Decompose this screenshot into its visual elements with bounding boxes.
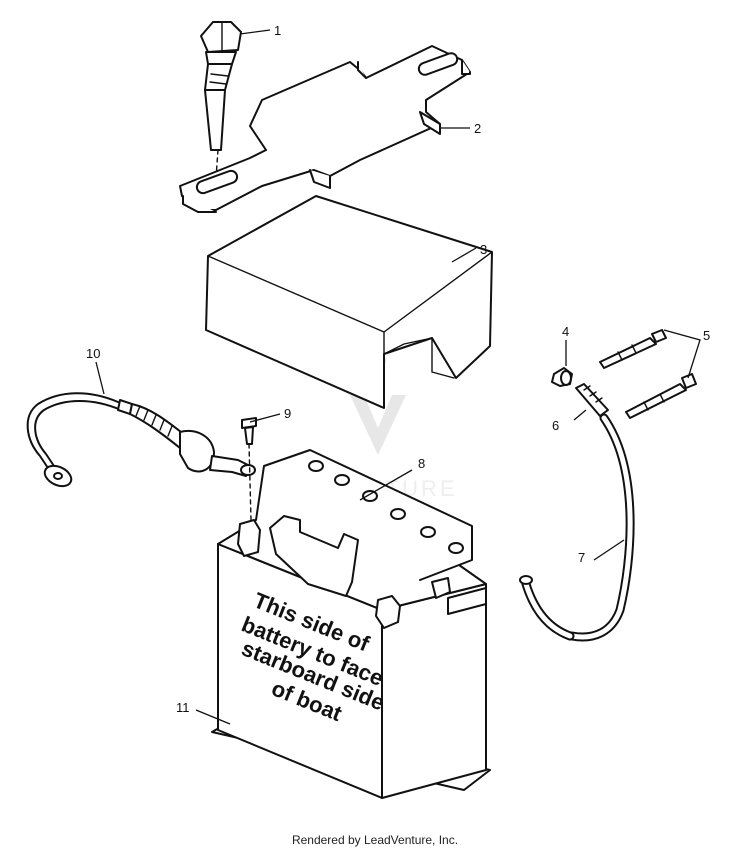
callout-2: 2	[474, 121, 481, 136]
nut-part-4	[551, 367, 573, 387]
battery-part-8: This side of battery to face starboard s…	[217, 449, 487, 799]
battery-cell-caps	[308, 460, 464, 554]
callout-7: 7	[578, 550, 585, 565]
credit-footer: Rendered by LeadVenture, Inc.	[291, 833, 459, 847]
vent-fitting-part-6	[575, 383, 609, 417]
leader-lines	[95, 29, 701, 725]
screw-part-9	[241, 417, 257, 521]
callout-10: 10	[86, 346, 100, 361]
battery-cover-part-3	[205, 195, 493, 409]
callout-1: 1	[274, 23, 281, 38]
callout-11: 11	[176, 700, 190, 715]
callout-8: 8	[418, 456, 425, 471]
callout-6: 6	[552, 418, 559, 433]
callout-numbers: 1 2 3 4 5 6 7 8 9 10 11	[86, 23, 710, 715]
bolt-part-1	[200, 21, 242, 179]
vent-tube-part-7	[519, 413, 635, 642]
callout-3: 3	[480, 242, 487, 257]
callout-9: 9	[284, 406, 291, 421]
screws-part-5	[599, 329, 697, 419]
battery-cable-part-10	[26, 392, 256, 488]
callout-4: 4	[562, 324, 569, 339]
callout-5: 5	[703, 328, 710, 343]
hold-down-bracket-part-2	[179, 45, 471, 213]
